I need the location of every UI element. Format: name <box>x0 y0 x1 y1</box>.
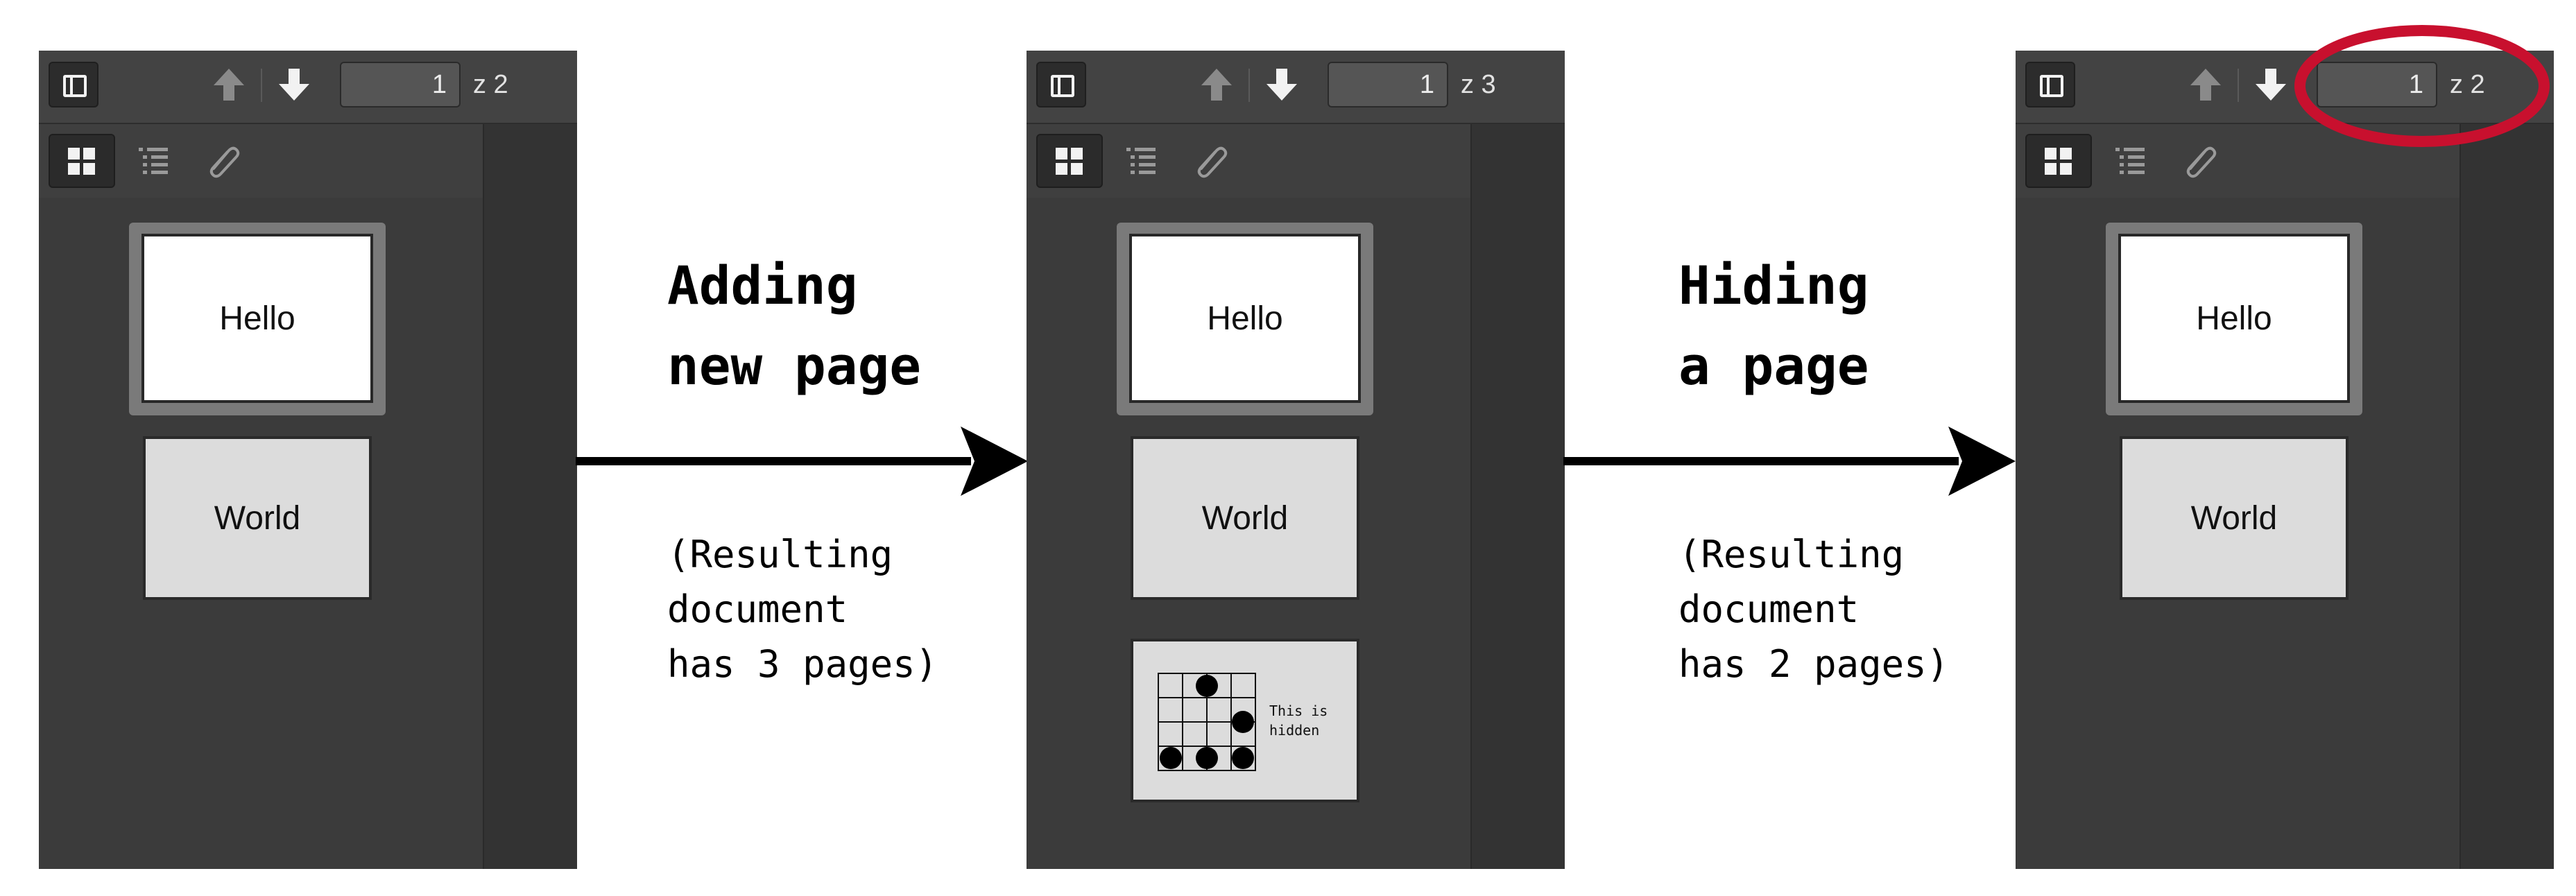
transition-arrow-1 <box>576 427 1028 496</box>
nav-separator <box>261 69 262 102</box>
page-thumbnail-1[interactable]: Hello <box>141 234 373 403</box>
document-area <box>1470 124 1565 869</box>
sidebar-view-tabs <box>39 124 483 199</box>
tab-outline[interactable] <box>1107 134 1174 188</box>
page-thumbnail-label: World <box>214 499 301 537</box>
tab-attachments[interactable] <box>2167 134 2233 188</box>
nav-separator <box>1248 69 1250 102</box>
viewer-panel-hidden: 1 z 2 Hello World <box>2016 51 2554 869</box>
page-thumbnail-2[interactable]: World <box>143 436 372 600</box>
arrow-down-icon[interactable] <box>2253 66 2289 103</box>
arrow-up-icon[interactable] <box>211 66 247 103</box>
tab-thumbnails[interactable] <box>2025 134 2092 188</box>
page-count-label: z 2 <box>2450 70 2485 99</box>
tab-attachments[interactable] <box>1178 134 1244 188</box>
outline-icon <box>1126 148 1156 174</box>
arrow-down-icon[interactable] <box>276 66 312 103</box>
page-number-input[interactable]: 1 <box>340 62 461 107</box>
page-thumbnail-2[interactable]: World <box>1131 436 1359 600</box>
outline-icon <box>2115 148 2145 174</box>
outline-icon <box>139 148 168 174</box>
sidebar-toggle-icon <box>1051 75 1074 97</box>
document-area <box>483 124 577 869</box>
page-count-label: z 3 <box>1461 70 1496 99</box>
sidebar-toggle-icon <box>2040 75 2063 97</box>
attachments-icon <box>1197 146 1228 178</box>
tab-attachments[interactable] <box>190 134 257 188</box>
page-thumbnail-label: World <box>1201 499 1289 537</box>
nav-separator <box>2238 69 2239 102</box>
page-thumbnail-1[interactable]: Hello <box>2118 234 2350 403</box>
attachments-icon <box>209 146 240 178</box>
document-area <box>2459 124 2554 869</box>
viewer-panel-added: 1 z 3 Hello World <box>1027 51 1565 869</box>
tab-thumbnails[interactable] <box>1036 134 1103 188</box>
sidebar-toggle-button[interactable] <box>2025 62 2075 107</box>
page-thumbnail-label: World <box>2190 499 2278 537</box>
toolbar: 1 z 2 <box>2016 51 2554 124</box>
page-thumbnail-label: Hello <box>219 300 295 337</box>
thumbnails-icon <box>68 148 95 175</box>
toolbar: 1 z 2 <box>39 51 577 124</box>
toolbar: 1 z 3 <box>1027 51 1565 124</box>
sidebar-toggle-icon <box>63 75 87 97</box>
arrow-down-icon[interactable] <box>1264 66 1300 103</box>
sidebar-view-tabs <box>1027 124 1470 199</box>
page-number-input[interactable]: 1 <box>2317 62 2437 107</box>
thumbnails-icon <box>2045 148 2072 175</box>
sidebar-toggle-button[interactable] <box>1036 62 1086 107</box>
tab-outline[interactable] <box>119 134 186 188</box>
thumbnails-icon <box>1056 148 1083 175</box>
page-thumbnail-label: Hello <box>1207 300 1283 337</box>
page-thumbnail-1[interactable]: Hello <box>1129 234 1361 403</box>
highlight-ellipse <box>2294 25 2550 147</box>
page-number-input[interactable]: 1 <box>1328 62 1448 107</box>
viewer-panel-before: 1 z 2 Hello World <box>39 51 577 869</box>
page-thumbnail-label: Hello <box>2196 300 2272 337</box>
hidden-page-grid-graphic <box>1158 673 1256 771</box>
page-thumbnail-2[interactable]: World <box>2120 436 2349 600</box>
attachments-icon <box>2186 146 2217 178</box>
tab-thumbnails[interactable] <box>49 134 115 188</box>
transition-arrow-2 <box>1563 427 2016 496</box>
arrow-up-icon[interactable] <box>1199 66 1235 103</box>
arrow-up-icon[interactable] <box>2188 66 2224 103</box>
tab-outline[interactable] <box>2096 134 2163 188</box>
sidebar-toggle-button[interactable] <box>49 62 98 107</box>
page-count-label: z 2 <box>473 70 508 99</box>
